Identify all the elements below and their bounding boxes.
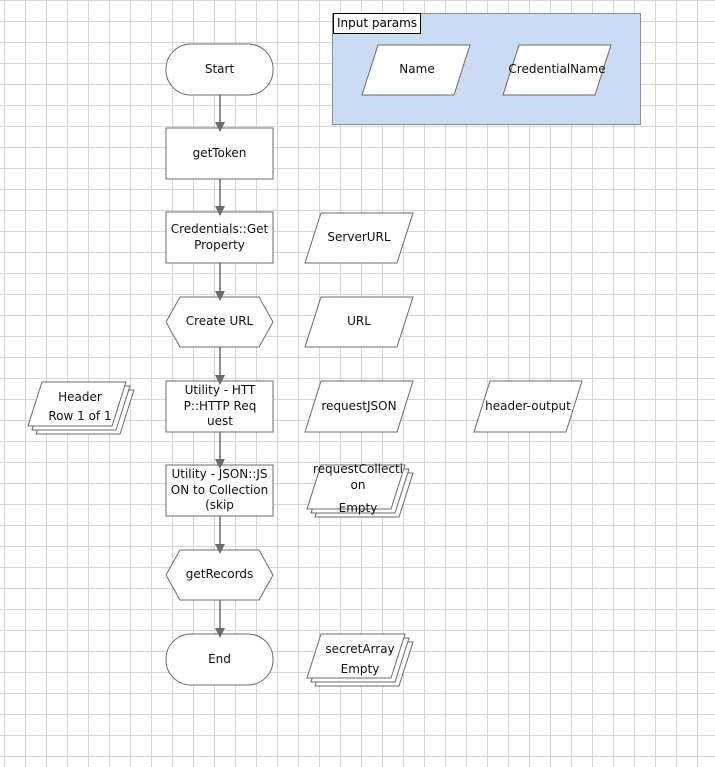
secret-array-collection[interactable] bbox=[306, 633, 414, 687]
input-credentialname-data[interactable] bbox=[502, 44, 612, 96]
json-to-collection-process[interactable] bbox=[165, 464, 274, 517]
header-output-data[interactable] bbox=[473, 380, 583, 433]
get-token-label: getToken bbox=[192, 145, 247, 160]
input-credentialname-label: CredentialName bbox=[508, 62, 606, 77]
request-json-data[interactable] bbox=[304, 380, 414, 433]
request-collection-collection[interactable] bbox=[306, 464, 414, 518]
credentials-get-property-process[interactable] bbox=[165, 211, 274, 264]
header-collection-status: Row 1 of 1 bbox=[48, 409, 112, 424]
credentials-get-property-label: Credentials::Get Property bbox=[170, 221, 269, 252]
request-collection-label: requestCollection bbox=[312, 462, 404, 492]
json-to-collection-label: Utility - JSON::JSON to Collection (skip bbox=[170, 467, 269, 513]
secret-array-label: secretArray bbox=[325, 642, 395, 657]
server-url-data[interactable] bbox=[304, 212, 414, 264]
create-url-calculation[interactable] bbox=[165, 296, 274, 348]
secret-array-status: Empty bbox=[340, 662, 380, 677]
input-name-label: Name bbox=[399, 62, 435, 77]
end-label: End bbox=[208, 651, 231, 666]
url-data[interactable] bbox=[304, 296, 414, 348]
request-json-label: requestJSON bbox=[321, 398, 397, 413]
header-output-label: header-output bbox=[485, 398, 571, 413]
request-collection-status: Empty bbox=[338, 501, 378, 516]
url-label: URL bbox=[347, 314, 371, 329]
header-collection-label: Header bbox=[58, 390, 102, 405]
get-records-label: getRecords bbox=[185, 567, 254, 582]
input-name-data[interactable] bbox=[361, 44, 471, 96]
http-request-process[interactable] bbox=[165, 380, 274, 433]
create-url-label: Create URL bbox=[185, 314, 254, 329]
server-url-label: ServerURL bbox=[327, 230, 391, 245]
get-records-calculation[interactable] bbox=[165, 549, 274, 601]
input-params-label: Input params bbox=[333, 13, 422, 34]
header-collection[interactable] bbox=[27, 381, 135, 435]
start-label: Start bbox=[204, 61, 235, 76]
http-request-label: Utility - HTTP::HTTP Request bbox=[183, 383, 257, 429]
